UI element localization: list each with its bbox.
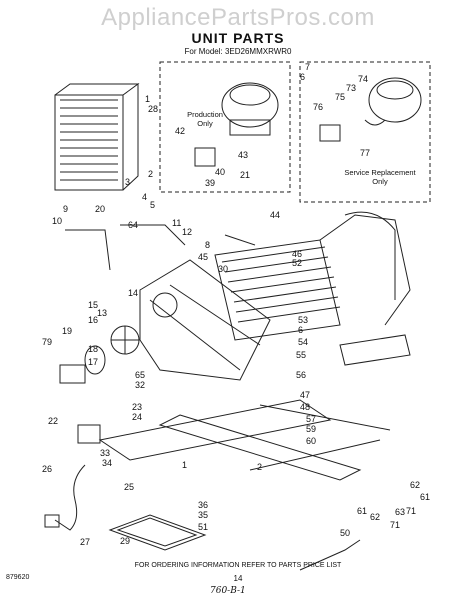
callout-22: 22 [48, 416, 58, 426]
callout-54: 54 [298, 337, 308, 347]
callout-34: 34 [102, 458, 112, 468]
production-only-note: Production Only [187, 110, 223, 128]
callout-24: 24 [132, 412, 142, 422]
callout-23: 23 [132, 402, 142, 412]
page-number: 14 [233, 574, 243, 583]
callout-44: 44 [270, 210, 280, 220]
callout-33: 33 [100, 448, 110, 458]
callout-45: 45 [198, 252, 208, 262]
callout-56: 56 [296, 370, 306, 380]
callout-6: 6 [300, 72, 305, 82]
callout-51: 51 [198, 522, 208, 532]
callout-64: 64 [128, 220, 138, 230]
callout-53: 53 [298, 315, 308, 325]
ordering-instruction: FOR ORDERING INFORMATION REFER TO PARTS … [134, 562, 342, 569]
callout-61: 61 [357, 506, 367, 516]
power-cord [54, 464, 86, 531]
callout-79: 79 [42, 337, 52, 347]
production-only-box [159, 61, 291, 193]
callout-73: 73 [346, 83, 356, 93]
callout-71: 71 [390, 520, 400, 530]
callout-35: 35 [198, 510, 208, 520]
callout-16: 16 [88, 315, 98, 325]
callout-21: 21 [240, 170, 250, 180]
callout-59: 59 [306, 424, 316, 434]
callout-25: 25 [124, 482, 134, 492]
callout-46: 46 [292, 249, 302, 259]
callout-57: 57 [306, 414, 316, 424]
callout-8: 8 [205, 240, 210, 250]
callout-1: 1 [145, 94, 150, 104]
callout-3: 3 [125, 177, 130, 187]
base-rails [98, 399, 391, 481]
callout-14: 14 [128, 288, 138, 298]
callout-18: 18 [88, 344, 98, 354]
base-frame [139, 259, 411, 381]
handwritten-note: 760-B-1 [210, 586, 246, 596]
model-number: For Model: 3ED26MMXRWR0 [184, 47, 292, 56]
callout-32: 32 [135, 380, 145, 390]
drain-pan [108, 514, 207, 551]
callout-55: 55 [296, 350, 306, 360]
callout-52: 52 [292, 258, 302, 268]
callout-62: 62 [370, 512, 380, 522]
callout-5: 5 [150, 200, 155, 210]
callout-11: 11 [172, 218, 181, 228]
callout-61: 61 [420, 492, 430, 502]
service-replacement-note: Service Replacement Only [344, 168, 416, 186]
relay-box [77, 424, 101, 444]
callout-20: 20 [95, 204, 105, 214]
callout-15: 15 [88, 300, 98, 310]
production-compressor [194, 82, 279, 167]
callout-26: 26 [42, 464, 52, 474]
callout-17: 17 [88, 357, 98, 367]
callout-63: 63 [395, 507, 405, 517]
document-number: 879620 [6, 574, 30, 581]
callout-74: 74 [358, 74, 368, 84]
callout-10: 10 [52, 216, 62, 226]
callout-6: 6 [298, 325, 303, 335]
callout-40: 40 [215, 167, 225, 177]
callout-36: 36 [198, 500, 208, 510]
callout-9: 9 [63, 204, 68, 214]
callout-1: 1 [182, 460, 187, 470]
callout-75: 75 [335, 92, 345, 102]
callout-39: 39 [205, 178, 215, 188]
watermark: AppliancePartsPros.com [101, 4, 375, 31]
callout-76: 76 [313, 102, 323, 112]
callout-19: 19 [62, 326, 72, 336]
callout-27: 27 [80, 537, 90, 547]
service-compressor [319, 77, 422, 142]
callout-4: 4 [142, 192, 147, 202]
callout-13: 13 [97, 308, 107, 318]
callout-30: 30 [218, 264, 228, 274]
callout-43: 43 [238, 150, 248, 160]
callout-7: 7 [305, 62, 310, 72]
callout-48: 48 [300, 402, 310, 412]
condenser-coil [54, 83, 140, 191]
callout-50: 50 [340, 528, 350, 538]
callout-29: 29 [120, 536, 130, 546]
callout-60: 60 [306, 436, 316, 446]
callout-12: 12 [182, 227, 192, 237]
service-replacement-box [299, 61, 431, 203]
callout-42: 42 [175, 126, 185, 136]
page-title: UNIT PARTS [191, 30, 285, 46]
callout-65: 65 [135, 370, 145, 380]
callout-2: 2 [257, 462, 262, 472]
callout-71: 71 [406, 506, 416, 516]
callout-62: 62 [410, 480, 420, 490]
callout-28: 28 [148, 104, 158, 114]
evaporator-coil [214, 211, 411, 341]
callout-47: 47 [300, 390, 310, 400]
callout-2: 2 [148, 169, 153, 179]
fan-motor [59, 325, 140, 384]
callout-77: 77 [360, 148, 370, 158]
